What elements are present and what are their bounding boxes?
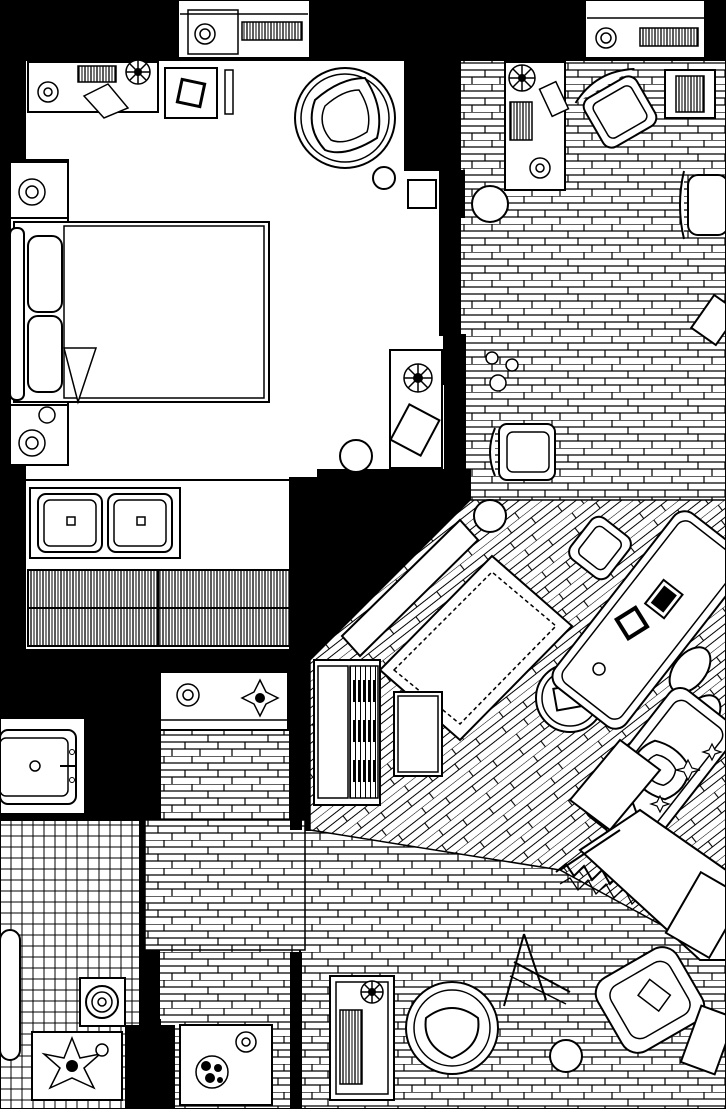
plant-icon (508, 64, 536, 92)
book-icon (389, 403, 441, 457)
wall-column (290, 740, 302, 830)
desk-papers-icon (82, 83, 130, 119)
piano-keys (349, 665, 379, 799)
wall-column (290, 952, 302, 1109)
side-table-round (339, 439, 373, 473)
wall-column (145, 950, 160, 1025)
wall-column (443, 335, 465, 385)
side-table-round (372, 166, 396, 190)
bathroom-wall (125, 1025, 175, 1109)
chair-icon (594, 946, 706, 1054)
diagonal-console (340, 518, 480, 658)
top-left-books (241, 21, 303, 41)
side-table-round (471, 185, 509, 223)
bathtub-drain-icon (29, 760, 41, 772)
chair-icon (574, 68, 658, 149)
plant-icon (125, 59, 151, 85)
pillow-bottom (27, 315, 63, 393)
side-table-round (549, 1039, 583, 1073)
plant-icon (360, 980, 384, 1004)
piano-bench (393, 691, 443, 777)
chair-icon (568, 515, 632, 581)
dining-table (551, 510, 726, 730)
plant-icon (41, 1035, 103, 1090)
wall-column (407, 179, 437, 209)
chair-icon (679, 170, 726, 240)
wall-column (443, 170, 465, 218)
folded-blanket-icon (63, 347, 98, 405)
bedroom-armchair-icon (294, 67, 396, 169)
top-right-books (639, 27, 699, 47)
side-console (568, 738, 662, 832)
chair-icon (489, 423, 556, 481)
plant-icon (403, 363, 433, 393)
easel-icon (503, 933, 571, 1007)
plant-icon (195, 1055, 229, 1089)
plant-icon (240, 678, 280, 718)
hallway-floor-lower (144, 819, 306, 951)
pillow-top (27, 235, 63, 313)
chair-icon (405, 981, 499, 1075)
side-table-round (473, 499, 507, 533)
shower-curve (0, 929, 21, 1061)
